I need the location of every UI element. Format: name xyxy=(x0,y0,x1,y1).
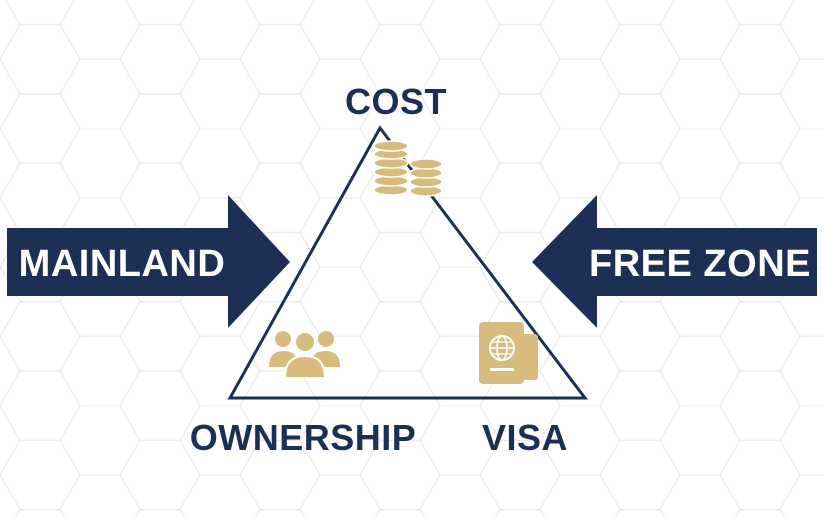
people-group-icon xyxy=(269,331,340,379)
triangle-outline xyxy=(227,125,589,400)
passport-icon xyxy=(479,322,538,384)
free-zone-label: FREE ZONE xyxy=(589,243,811,285)
visa-label: VISA xyxy=(482,417,568,458)
mainland-arrow: MAINLAND xyxy=(7,195,290,328)
mainland-label: MAINLAND xyxy=(19,243,226,285)
free-zone-arrow: FREE ZONE xyxy=(532,195,817,328)
ownership-label: OWNERSHIP xyxy=(190,417,417,458)
coin-stacks-icon xyxy=(373,140,443,197)
cost-label: COST xyxy=(345,81,447,122)
